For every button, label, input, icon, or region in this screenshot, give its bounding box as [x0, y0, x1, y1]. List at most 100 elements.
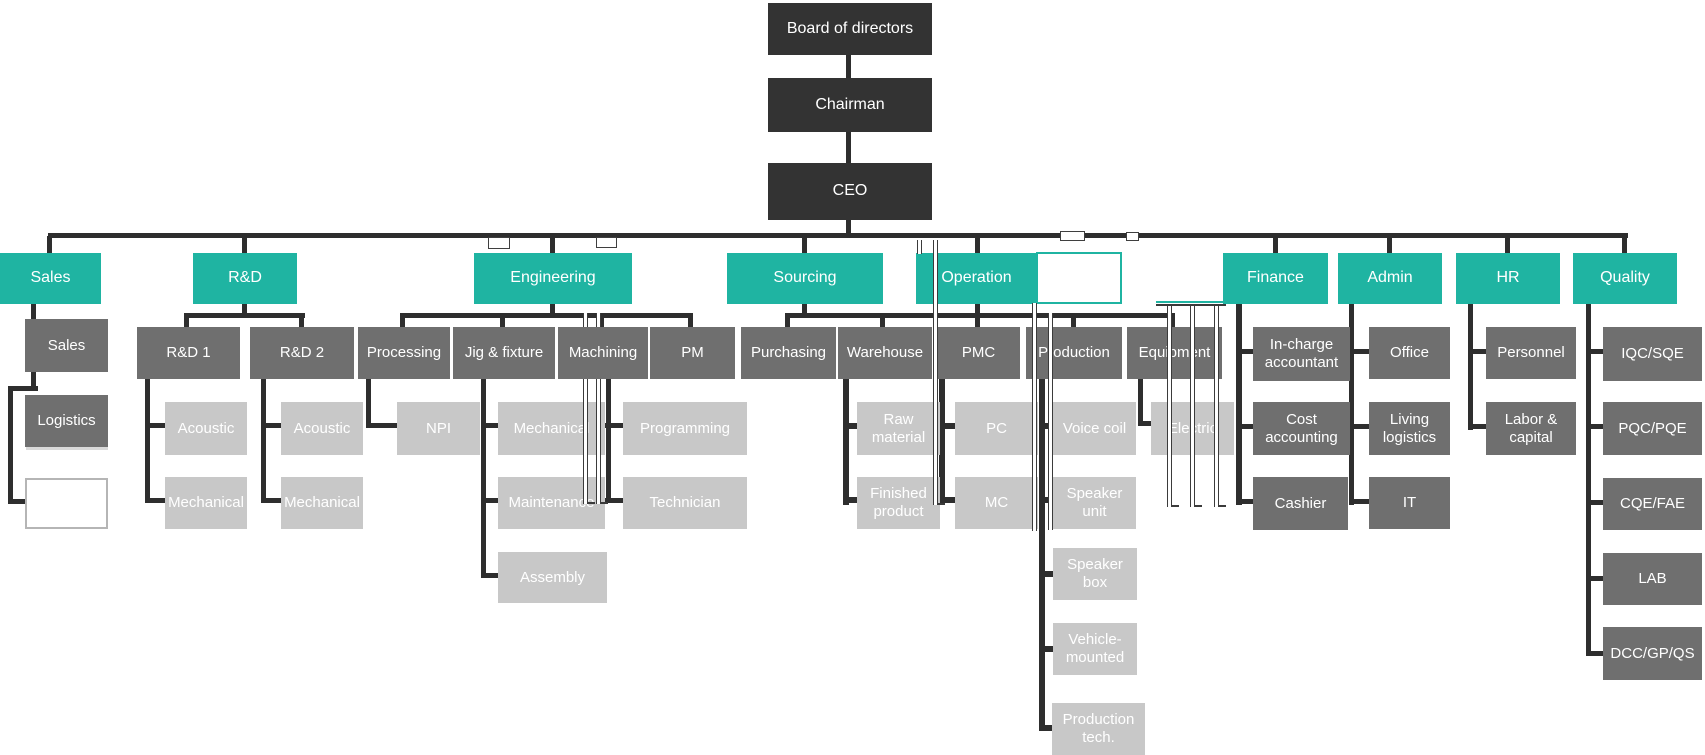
- org-node-production: Production: [1026, 327, 1122, 379]
- org-node-label: MC: [984, 494, 1009, 512]
- org-node-dcc-gp-qs: DCC/GP/QS: [1603, 627, 1702, 680]
- artifact-line-foot: [938, 503, 945, 505]
- org-node-label: PC: [986, 419, 1007, 437]
- connector-segment: [47, 236, 52, 253]
- connector-segment: [261, 423, 287, 428]
- org-node-npi: NPI: [397, 402, 480, 455]
- connector-segment: [1039, 379, 1045, 731]
- artifact-stub: [596, 237, 617, 248]
- org-node-label: DCC/GP/QS: [1610, 644, 1695, 662]
- org-node-label: Cashier: [1274, 494, 1327, 512]
- connector-segment: [8, 386, 38, 391]
- artifact-hollow-line: [583, 313, 595, 504]
- org-node-label: Sales: [30, 269, 71, 287]
- artifact-hollow-line: [1032, 303, 1037, 531]
- org-node-assembly: Assembly: [498, 552, 607, 603]
- connector-segment: [846, 55, 851, 78]
- connector-segment: [975, 236, 980, 253]
- connector-segment: [242, 304, 247, 315]
- org-node-label: Equipment: [1138, 344, 1211, 362]
- org-node-acoustic-1: Acoustic: [165, 402, 247, 455]
- artifact-hollow-line: [933, 240, 945, 505]
- connector-segment: [846, 220, 851, 236]
- org-node-machining: Machining: [558, 327, 648, 379]
- org-node-label: Operation: [941, 269, 1012, 287]
- connector-segment: [939, 423, 957, 429]
- org-node-label: Voice coil: [1062, 419, 1127, 437]
- artifact-hollow-line: [1048, 313, 1053, 530]
- org-node-label: Quality: [1600, 269, 1650, 287]
- connector-segment: [785, 313, 1175, 318]
- connector-segment: [48, 233, 1628, 238]
- connector-segment: [1468, 304, 1473, 430]
- org-node-hr: HR: [1456, 253, 1560, 304]
- org-node-label: PMC: [961, 344, 996, 362]
- connector-segment: [846, 132, 851, 163]
- connector-segment: [1039, 646, 1055, 652]
- org-node-label: Living logistics: [1382, 410, 1437, 446]
- connector-segment: [1505, 236, 1510, 253]
- artifact-line-foot: [601, 502, 608, 504]
- org-node-label: In-charge accountant: [1264, 336, 1339, 371]
- connector-segment: [400, 313, 692, 318]
- connector-segment: [1039, 497, 1055, 503]
- org-node-label: Engineering: [510, 269, 596, 287]
- artifact-line: [1156, 304, 1226, 306]
- empty-node-box: [1036, 252, 1122, 304]
- connector-segment: [366, 379, 371, 428]
- org-node-sourcing: Sourcing: [727, 253, 883, 304]
- artifact-line: [26, 447, 108, 450]
- org-node-label: Labor & capital: [1504, 410, 1558, 446]
- org-node-pc: PC: [955, 402, 1038, 455]
- org-node-sales: Sales: [0, 253, 101, 304]
- org-node-purchasing: Purchasing: [741, 327, 836, 379]
- connector-segment: [1138, 421, 1153, 426]
- connector-segment: [843, 423, 859, 429]
- connector-segment: [1468, 349, 1487, 354]
- connector-segment: [481, 423, 501, 428]
- artifact-hollow-line: [1214, 306, 1226, 507]
- org-node-label: Assembly: [519, 568, 586, 586]
- artifact-line-foot: [1219, 505, 1226, 507]
- artifact-stub: [1060, 231, 1085, 241]
- connector-segment: [975, 313, 980, 327]
- connector-segment: [299, 313, 304, 327]
- org-node-pm: PM: [650, 327, 735, 379]
- connector-segment: [1468, 424, 1487, 429]
- connector-segment: [242, 236, 247, 253]
- artifact-hollow-line: [1190, 306, 1202, 507]
- org-node-technician: Technician: [623, 477, 747, 529]
- connector-segment: [261, 379, 266, 503]
- connector-segment: [1387, 236, 1392, 253]
- org-node-mc: MC: [955, 477, 1038, 529]
- org-node-label: Logistics: [37, 412, 96, 430]
- connector-segment: [843, 497, 859, 503]
- artifact-hollow-line: [1167, 306, 1179, 507]
- artifact-hollow-line: [596, 313, 608, 504]
- org-node-label: Production: [1038, 344, 1110, 362]
- org-node-finance: Finance: [1223, 253, 1328, 304]
- org-node-label: Sourcing: [773, 269, 837, 287]
- org-node-speaker-unit: Speaker unit: [1053, 477, 1136, 529]
- org-node-label: CQE/FAE: [1619, 495, 1686, 513]
- org-node-iqc-sqe: IQC/SQE: [1603, 327, 1702, 381]
- org-node-raw-material: Raw material: [857, 402, 940, 455]
- org-node-label: Raw material: [871, 410, 926, 446]
- connector-segment: [550, 236, 555, 253]
- org-node-label: Speaker unit: [1066, 485, 1123, 520]
- org-node-label: NPI: [425, 419, 451, 437]
- org-node-label: Jig & fixture: [464, 344, 544, 362]
- org-node-logistics: Logistics: [25, 395, 108, 447]
- org-node-label: Board of directors: [786, 19, 914, 37]
- artifact-stub: [488, 237, 510, 249]
- org-node-jig-fixture: Jig & fixture: [453, 327, 555, 379]
- connector-segment: [604, 423, 625, 428]
- connector-segment: [145, 498, 171, 503]
- org-node-label: Chairman: [815, 95, 885, 113]
- connector-segment: [802, 236, 807, 253]
- org-node-programming: Programming: [623, 402, 747, 455]
- org-node-cqe-fae: CQE/FAE: [1603, 478, 1702, 530]
- connector-segment: [802, 304, 807, 315]
- org-node-label: Admin: [1367, 269, 1413, 287]
